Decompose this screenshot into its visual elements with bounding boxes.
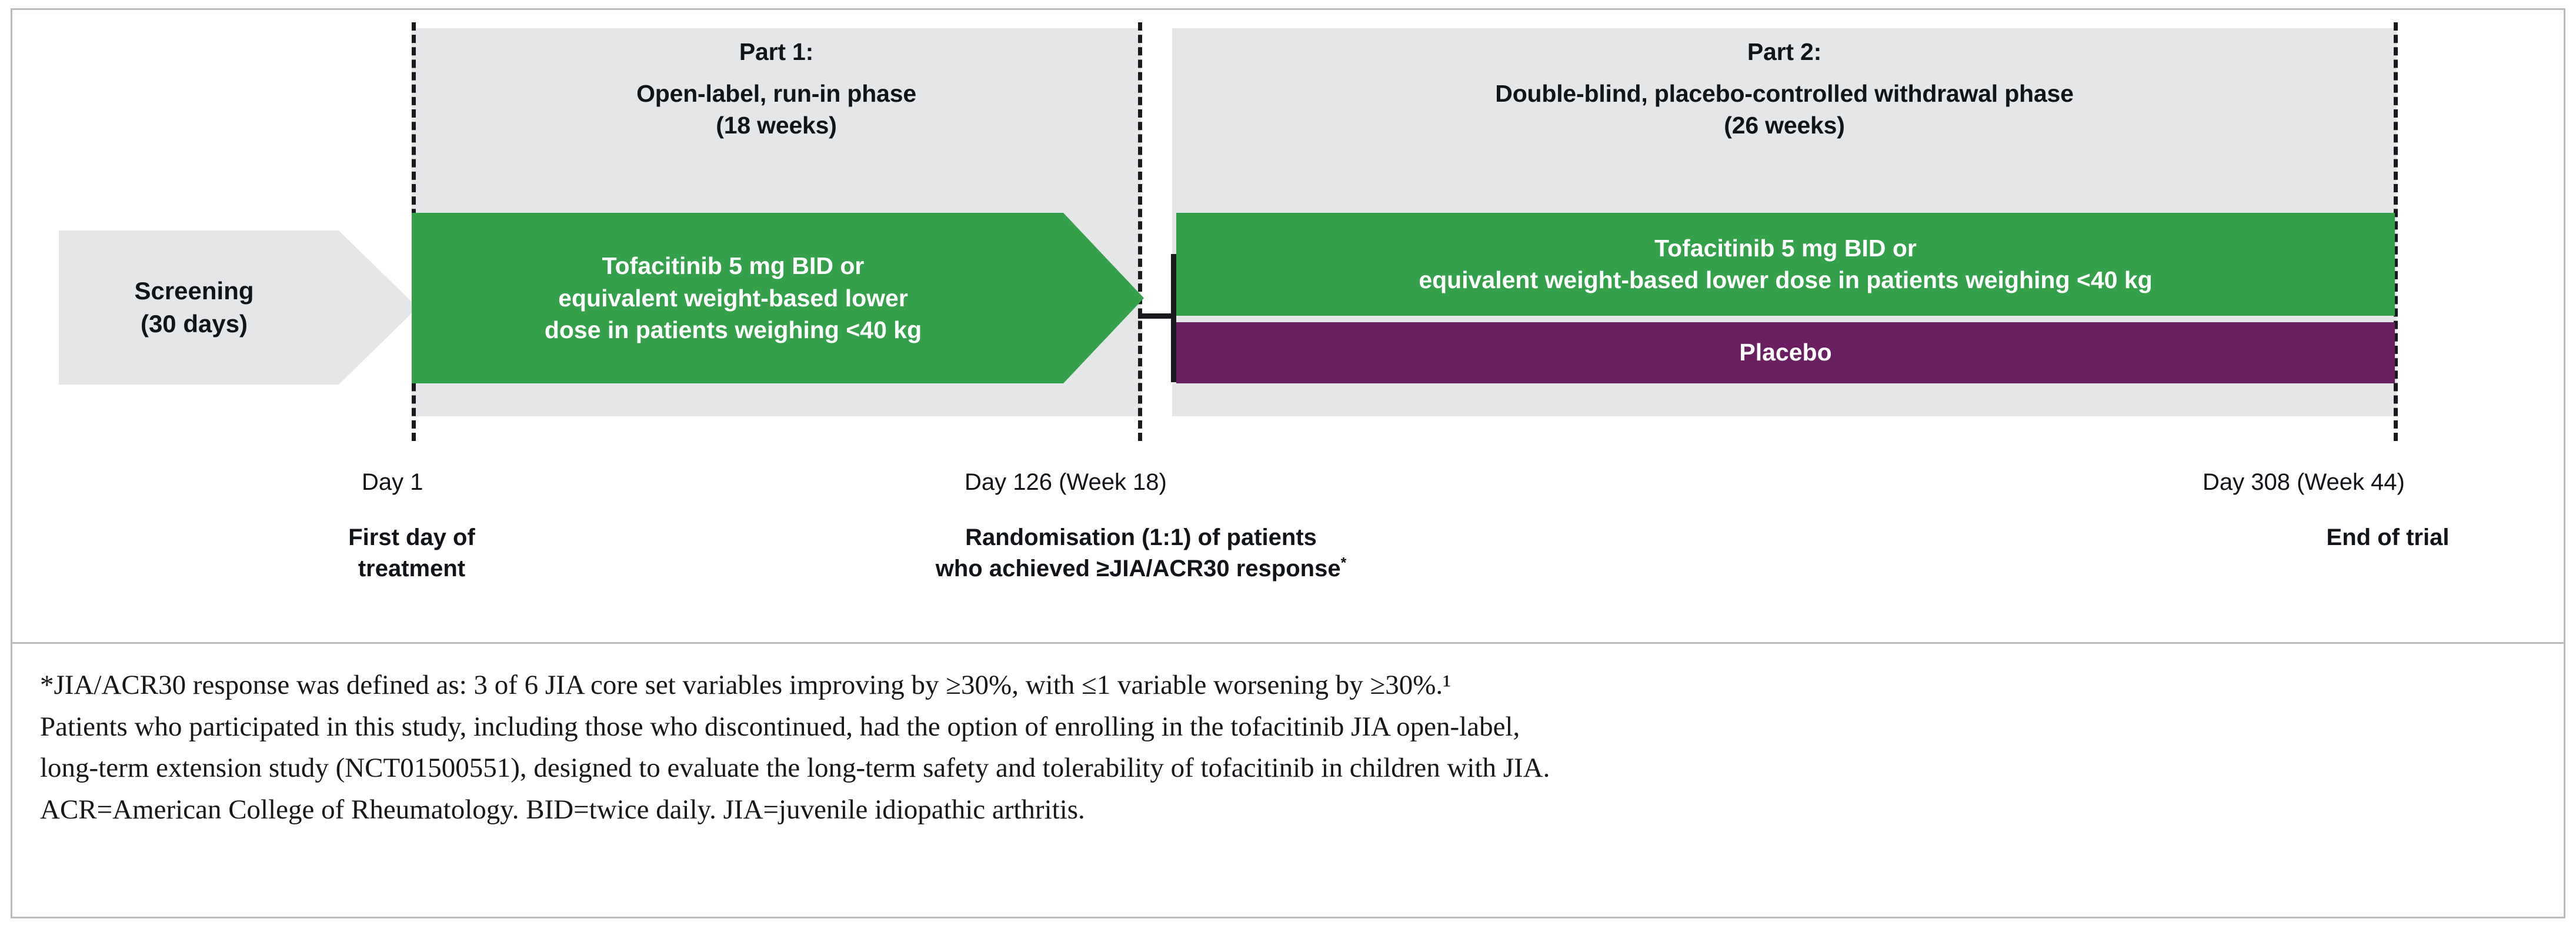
timeline-rule-day308 [2394,22,2398,441]
timepoint-note-day1: First day of treatment [294,522,529,584]
part2-title: Part 2: [1747,38,1822,65]
footnote-marker-asterisk: * [1340,555,1347,572]
timepoint-label-day126: Day 126 (Week 18) [965,469,1167,495]
footnote-line-3: long-term extension study (NCT01500551),… [40,753,1550,783]
part2-heading: Part 2: Double-blind, placebo-controlled… [1172,36,2397,141]
timepoint-label-day308: Day 308 (Week 44) [2203,469,2405,495]
timepoint-note-day126: Randomisation (1:1) of patients who achi… [823,522,1459,584]
part2-duration: (26 weeks) [1724,111,1845,139]
bracket-spine [1171,254,1176,382]
study-design-diagram: Part 1: Open-label, run-in phase (18 wee… [59,22,2552,584]
part2-placebo-label: Placebo [1739,339,1832,366]
footnote-line-1: *JIA/ACR30 response was defined as: 3 of… [40,670,1451,700]
part1-arm-text: Tofacitinib 5 mg BID or equivalent weigh… [412,250,1050,347]
part1-title: Part 1: [739,38,814,65]
part2-active-arm-bar: Tofacitinib 5 mg BID or equivalent weigh… [1176,213,2395,316]
screening-label: Screening [134,276,254,305]
footnotes-block: *JIA/ACR30 response was defined as: 3 of… [40,664,2534,830]
part2-arm-line1: Tofacitinib 5 mg BID or [1654,235,1917,262]
part1-arm-line2: equivalent weight-based lower [558,284,908,312]
part1-arm-line1: Tofacitinib 5 mg BID or [602,252,865,279]
day126-note-line1: Randomisation (1:1) of patients [965,524,1317,550]
day126-note-line2: who achieved ≥JIA/ACR30 response [935,555,1341,582]
part1-arm-line3: dose in patients weighing <40 kg [544,316,922,344]
footnote-divider [12,642,2564,644]
part2-subtitle: Double-blind, placebo-controlled withdra… [1495,80,2074,108]
part2-active-arm-text: Tofacitinib 5 mg BID or equivalent weigh… [1176,233,2395,296]
part1-treatment-arrow: Tofacitinib 5 mg BID or equivalent weigh… [412,213,1144,383]
day1-note-line1: First day of [348,524,475,550]
day126-note-line2-wrap: who achieved ≥JIA/ACR30 response* [823,553,1459,584]
day308-note-line1: End of trial [2326,524,2450,550]
screening-duration: (30 days) [140,310,248,337]
bracket-stem [1138,313,1174,319]
part2-arm-line2: equivalent weight-based lower dose in pa… [1419,266,2153,293]
footnote-line-4: ACR=American College of Rheumatology. BI… [40,794,1085,825]
part2-placebo-arm-bar: Placebo [1176,322,2395,383]
timeline-rule-day126 [1138,22,1142,441]
day1-note-line2: treatment [358,555,466,582]
screening-chevron: Screening (30 days) [59,230,418,385]
footnote-line-2: Patients who participated in this study,… [40,711,1520,742]
timepoint-note-day308: End of trial [2223,522,2552,553]
part1-heading: Part 1: Open-label, run-in phase (18 wee… [412,36,1141,141]
timepoint-label-day1: Day 1 [362,469,423,495]
part1-duration: (18 weeks) [716,111,837,139]
part1-subtitle: Open-label, run-in phase [636,80,916,108]
